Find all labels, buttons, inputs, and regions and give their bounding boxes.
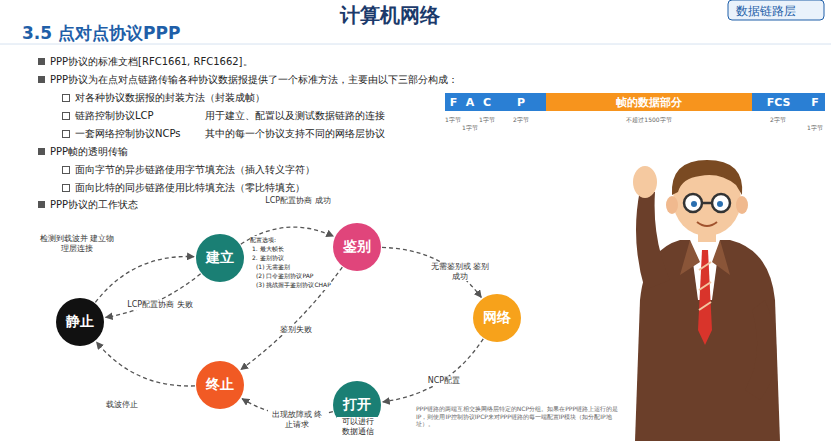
node-text: C [483, 96, 491, 109]
label: 用于建立、配置以及测试数据链路的连接 [205, 109, 385, 123]
label: PPP链路的两端互相交换网络层特定的NCP分组。如果在PPP链路上运行的是IP，… [416, 405, 626, 428]
label: 链路控制协议LCP [75, 109, 154, 123]
node-text: 终止 [206, 376, 234, 394]
state-transition [95, 257, 194, 303]
node-text: 静止 [66, 313, 94, 331]
label: (1) 无需鉴别 [256, 263, 290, 272]
state-transition [241, 267, 342, 369]
frame-field: C [478, 93, 496, 111]
label: PPP协议的标准文档[RFC1661, RFC1662]。 [50, 55, 253, 69]
label: 对各种协议数据报的封装方法（封装成帧） [75, 91, 265, 105]
edge-label: 载波停止 [96, 400, 148, 410]
frame-data: 帧的数据部分 [546, 93, 752, 111]
label: 2. 鉴别协议 [252, 254, 284, 263]
edge-label: NCP配置 [418, 376, 470, 386]
node-text: 网络 [483, 309, 511, 327]
label: 数据链路层 [736, 3, 796, 20]
header-rule [0, 44, 831, 45]
label: 其中的每一个协议支持不同的网络层协议 [205, 127, 385, 141]
label: (3) 挑战握手鉴别协议CHAP [256, 281, 331, 290]
label: PPP帧的透明传输 [50, 145, 128, 159]
label: 面向字节的异步链路使用字节填充法（插入转义字符） [75, 163, 315, 177]
node-text: F [450, 96, 458, 109]
label: 1字节 [479, 116, 495, 125]
node-text: 建立 [206, 249, 234, 267]
state-circle: 建立 [196, 234, 244, 282]
cartoon-man [633, 160, 780, 441]
node-text: FCS [767, 96, 791, 109]
section-tab [728, 0, 824, 20]
edge-label: 出现故障或 终止请求 [268, 410, 326, 429]
state-transition [241, 227, 333, 244]
state-circle: 终止 [196, 361, 244, 409]
node-text: 帧的数据部分 [616, 95, 682, 110]
label: 计算机网络 [340, 2, 440, 29]
node-text: P [517, 96, 525, 109]
label: 可以进行 数据通信 [337, 417, 379, 437]
label: PPP协议的工作状态 [50, 198, 138, 212]
node-text: 打开 [343, 396, 371, 414]
edge-label: 无需鉴别或 鉴别成功 [428, 262, 492, 281]
label: 一套网络控制协议NCPs [75, 127, 181, 141]
node-text: 鉴别 [343, 238, 371, 256]
state-circle: 网络 [473, 294, 521, 342]
state-circle: 静止 [56, 298, 104, 346]
edge-label: 鉴别失败 [270, 325, 322, 335]
state-circle: 鉴别 [333, 223, 381, 271]
label: 不超过1500字节 [626, 116, 671, 125]
label: 1字节 [807, 124, 823, 133]
label: 2字节 [770, 116, 786, 125]
frame-field: F [805, 93, 825, 111]
node-text: A [466, 96, 475, 109]
frame-field: F [445, 93, 462, 111]
label: (2) 口令鉴别协议PAP [256, 272, 313, 281]
slide-title: 3.5 点对点协议PPP [22, 22, 180, 45]
state-transition [383, 339, 483, 402]
state-transition [106, 274, 201, 318]
label: PPP协议为在点对点链路传输各种协议数据报提供了一个标准方法，主要由以下三部分构… [50, 73, 458, 87]
label: 面向比特的同步链路使用比特填充法（零比特填充） [75, 181, 305, 195]
bullet-squares [38, 58, 45, 208]
node-text: F [811, 96, 819, 109]
frame-field: FCS [752, 93, 805, 111]
edge-label: 检测到载波并 建立物理层连接 [36, 234, 118, 253]
frame-field: A [462, 93, 478, 111]
frame-field: P [496, 93, 546, 111]
label: 配置选项: [250, 236, 276, 245]
state-transition [97, 342, 196, 386]
label: 2字节 [513, 116, 529, 125]
edge-label: LCP配置协商 成功 [262, 196, 334, 206]
label: 1字节 [445, 116, 461, 125]
label: 1字节 [462, 124, 478, 133]
checkboxes [63, 95, 70, 192]
label: 1. 最大帧长 [252, 245, 284, 254]
edge-label: LCP配置协商 失败 [126, 300, 194, 310]
